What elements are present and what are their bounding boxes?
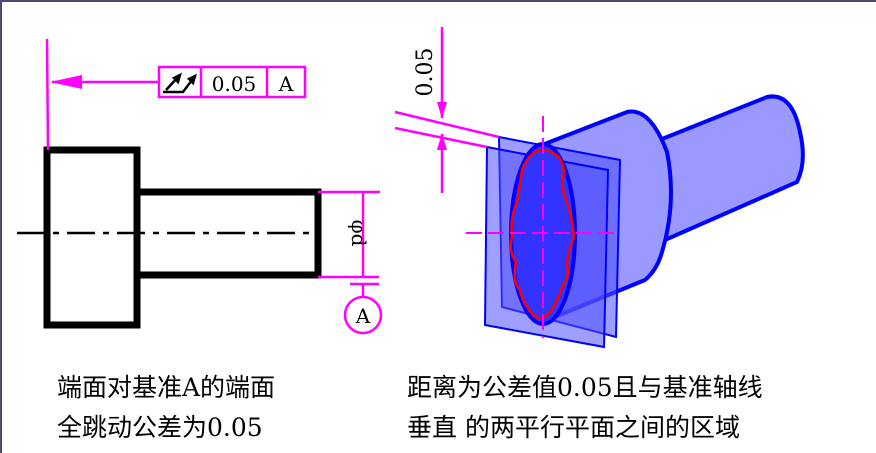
total-runout-icon — [163, 72, 197, 94]
datum-label: A — [355, 304, 371, 328]
center-lines — [466, 116, 617, 338]
right-dimension — [394, 27, 500, 193]
flange — [43, 146, 141, 329]
left-annotations — [45, 38, 383, 335]
arrow-icon — [437, 102, 447, 119]
extension-line — [45, 38, 50, 151]
arrow-icon — [50, 75, 82, 89]
right-caption-line-1: 距离为公差值0.05且与基准轴线 — [407, 373, 763, 402]
right-caption-line-2: 垂直 的两平行平面之间的区域 — [407, 413, 740, 442]
left-caption-line-1: 端面对基准A的端面 — [57, 373, 276, 402]
diameter-label: φd — [347, 220, 371, 247]
tolerance-datum: A — [278, 72, 294, 96]
left-caption-line-2: 全跳动公差为0.05 — [57, 413, 263, 442]
left-part-drawing — [17, 146, 322, 329]
right-3d-part — [466, 94, 805, 349]
tolerance-value: 0.05 — [212, 72, 257, 96]
dimension-label: 0.05 — [413, 48, 438, 97]
arrow-icon — [437, 133, 447, 150]
tolerance-frame — [157, 65, 307, 99]
small-cylinder — [659, 94, 805, 244]
